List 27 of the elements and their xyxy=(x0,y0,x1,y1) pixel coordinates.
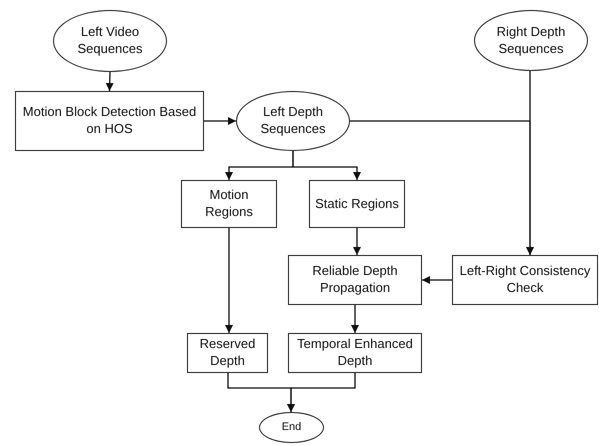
arrow xyxy=(351,305,359,333)
node-label: Left Video Sequences xyxy=(76,24,144,58)
process-box xyxy=(181,180,277,228)
arrow xyxy=(204,117,236,125)
arrow xyxy=(422,276,452,284)
node-label: End xyxy=(282,420,302,435)
arrow xyxy=(225,228,233,333)
arrow xyxy=(526,71,534,255)
node-label: Right Depth Sequences xyxy=(496,24,566,58)
process-box xyxy=(15,91,204,151)
process-box xyxy=(452,255,598,305)
node-label: Motion Block Detection Based on HOS xyxy=(22,104,198,138)
node-label: Left Depth Sequences xyxy=(259,104,327,138)
node-label: Static Regions xyxy=(315,196,399,212)
process-box xyxy=(309,180,405,228)
node-label: Left-Right Consistency Check xyxy=(458,263,592,297)
node-label: Motion Regions xyxy=(204,187,254,221)
node-label: Temporal Enhanced Depth xyxy=(296,336,414,370)
arrow xyxy=(292,151,361,180)
arrow xyxy=(287,373,356,412)
arrow xyxy=(353,228,361,255)
process-box xyxy=(288,333,422,373)
node-label: Reserved Depth xyxy=(198,336,256,370)
process-box xyxy=(187,333,268,373)
process-box xyxy=(288,255,422,305)
node-label: Reliable Depth Propagation xyxy=(311,263,399,297)
arrow xyxy=(106,72,114,92)
